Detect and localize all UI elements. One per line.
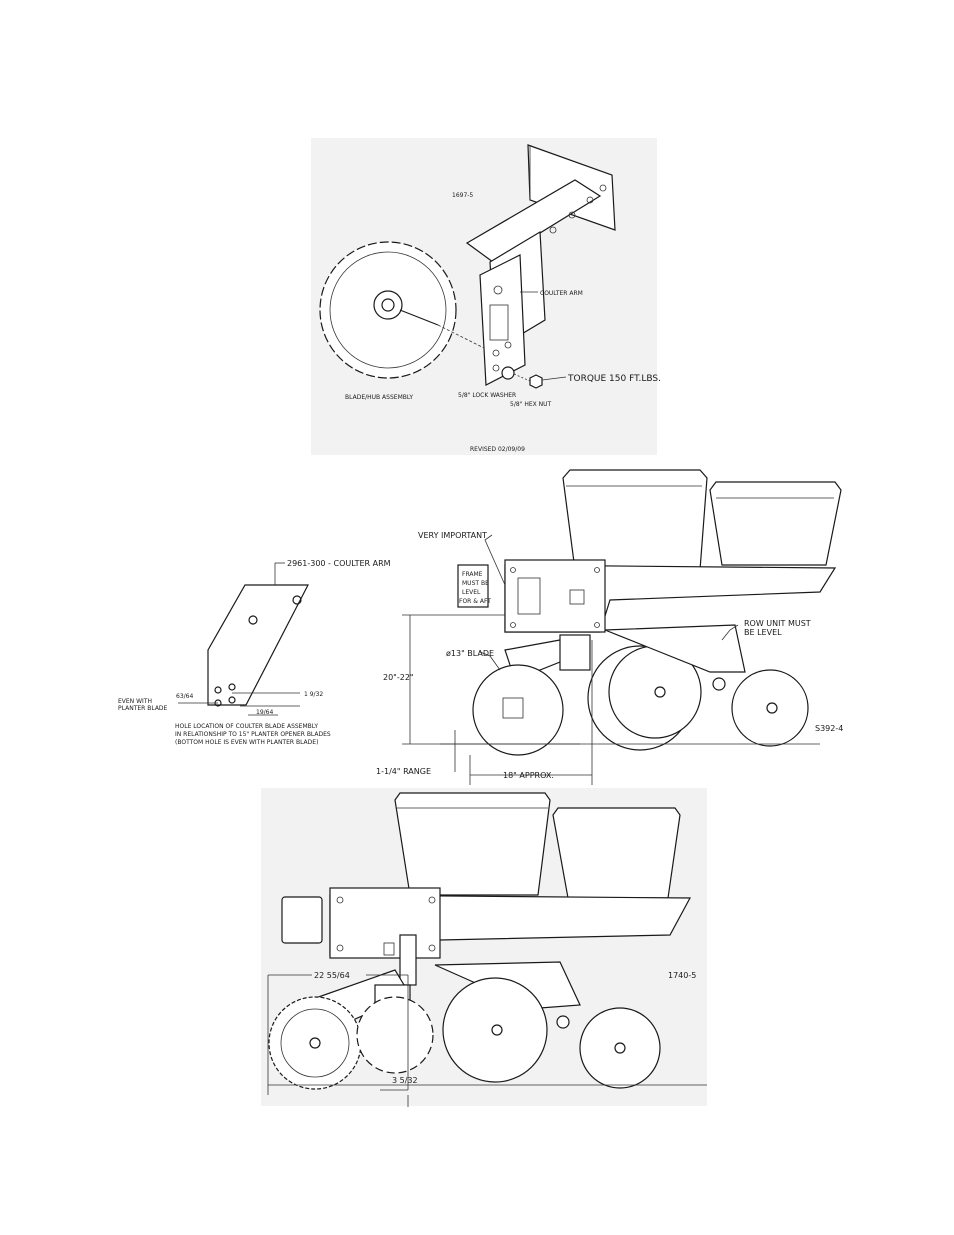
- figure-3-planter-with-coulter: 22 55/64 1740-5 3 5/32: [261, 788, 707, 1107]
- fig3-dim-top: 22 55/64: [314, 971, 350, 980]
- dim-19-64: 19/64: [256, 709, 273, 716]
- template-hole-top: [292, 595, 302, 605]
- blade-label: ø13" BLADE: [446, 649, 494, 658]
- fig3-side-box: [281, 896, 323, 944]
- closing-arm: [604, 624, 746, 673]
- height-label: 20"-22": [383, 673, 414, 682]
- frame-level-sign: [457, 564, 489, 608]
- template-hole-a: [228, 683, 236, 691]
- even-with-line-2: PLANTER BLADE: [118, 705, 168, 712]
- coulter-blade-wheel: [472, 664, 564, 756]
- fig3-press-wheel: [579, 1007, 661, 1089]
- hex-nut-icon: [529, 374, 543, 389]
- approx-label: 18" APPROX.: [503, 771, 554, 780]
- frame-level-line-2: MUST BE: [462, 580, 489, 587]
- lock-washer-icon: [501, 366, 515, 380]
- lock-washer-label: 5/8" LOCK WASHER: [458, 392, 516, 399]
- coulter-mount: [559, 634, 591, 671]
- hole-note-line-2: IN RELATIONSHIP TO 15" PLANTER OPENER BL…: [175, 731, 331, 738]
- very-important-label: VERY IMPORTANT: [418, 531, 487, 540]
- even-with-line-1: EVEN WITH: [118, 698, 152, 705]
- blade-hub-part: [319, 241, 485, 379]
- frame-level-line-4: FOR & AFT: [459, 598, 491, 605]
- fig3-gauge-wheel: [442, 977, 548, 1083]
- hopper-front: [562, 469, 708, 571]
- figure-2-planter-side: FRAME MUST BE LEVEL FOR & AFT VERY IMPOR…: [118, 469, 843, 785]
- torque-label: TORQUE 150 FT.LBS.: [567, 374, 661, 384]
- fig3-row-cleaner: [356, 996, 434, 1074]
- coulter-arm-template: [207, 584, 309, 706]
- frame-level-line-3: LEVEL: [462, 589, 481, 596]
- fig3-hopper-rear: [552, 807, 681, 899]
- fig3-part-no: 1740-5: [668, 971, 696, 980]
- revised-label: REVISED 02/09/09: [470, 446, 525, 453]
- hopper-rear: [709, 481, 842, 566]
- blade-hub-label: BLADE/HUB ASSEMBLY: [345, 394, 413, 401]
- template-hole-c: [228, 696, 236, 704]
- template-hole-b: [214, 686, 222, 694]
- fig3-mount-plate: [329, 887, 441, 959]
- hole-note-line-1: HOLE LOCATION OF COULTER BLADE ASSEMBLY: [175, 723, 318, 730]
- frame-level-line-1: FRAME: [462, 571, 483, 578]
- range-label: 1-1/4" RANGE: [376, 767, 431, 776]
- coulter-arm-part-label: 2961-300 - COULTER ARM: [287, 559, 391, 568]
- row-unit-level-line-2: BE LEVEL: [744, 628, 782, 637]
- fig1-part-no: 1697-5: [452, 192, 473, 199]
- dim-63-64: 63/64: [176, 693, 193, 700]
- coulter-arm-label: COULTER ARM: [540, 290, 583, 297]
- hex-nut-label: 5/8" HEX NUT: [510, 401, 552, 408]
- row-unit-level-line-1: ROW UNIT MUST: [744, 619, 811, 628]
- figure-1-coulter-exploded: 1697-5 COULTER ARM TORQUE 150 FT.LBS. 5/…: [311, 138, 661, 455]
- fig2-part-no: S392-4: [815, 724, 843, 733]
- template-hole-mid: [248, 615, 258, 625]
- press-wheel: [731, 669, 809, 747]
- coulter-arm-part: [479, 254, 526, 386]
- fig3-dim-bottom: 3 5/32: [392, 1076, 418, 1085]
- hole-note-line-3: (BOTTOM HOLE IS EVEN WITH PLANTER BLADE): [175, 739, 318, 746]
- fig3-spoked-coulter: [268, 996, 362, 1090]
- mount-plate: [504, 559, 606, 633]
- dim-1-9-32: 1 9/32: [304, 691, 323, 698]
